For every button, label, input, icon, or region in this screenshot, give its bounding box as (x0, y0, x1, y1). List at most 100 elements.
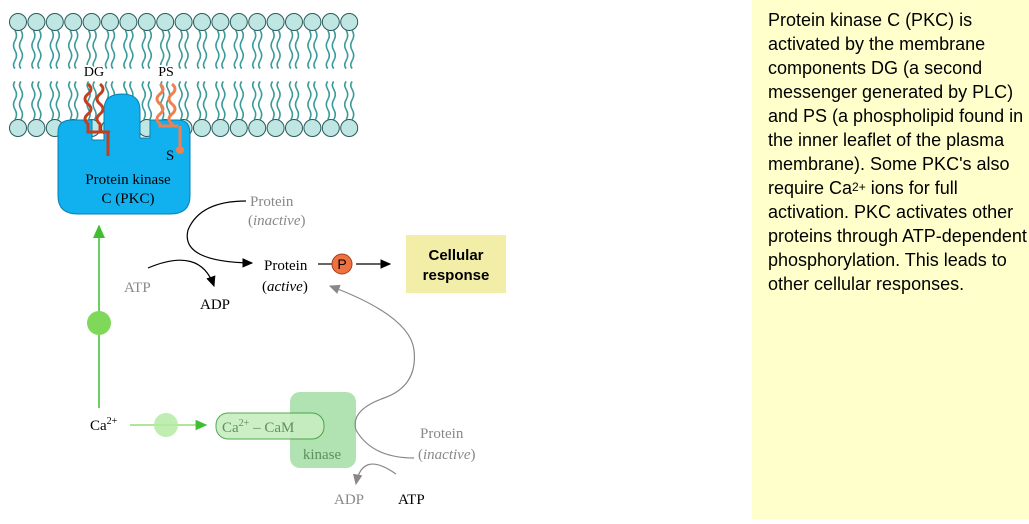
lipid-tail-inner (18, 80, 24, 120)
lipid-head-inner (266, 119, 285, 137)
atp-adp-top-arrow (147, 259, 216, 288)
lipid-head-inner (340, 119, 359, 137)
lipid-tail-outer (147, 30, 153, 70)
phosphate-circle (331, 253, 353, 275)
lipid-tail-inner (31, 80, 36, 120)
lipid-tail-outer (49, 30, 55, 70)
lipid-tail-outer (221, 30, 226, 70)
pkc-shape (57, 93, 191, 215)
lipid-head-outer (285, 13, 303, 31)
lipid-tail-outer (331, 30, 337, 70)
lipid-tail-outer (123, 30, 128, 70)
lipid-tail-outer (18, 30, 24, 70)
lipid-tail-outer (86, 30, 91, 70)
lipid-head-outer (27, 13, 46, 31)
kinase-label: kinase (303, 447, 342, 463)
lipid-tail-inner (233, 80, 239, 120)
lipid-tail-inner (141, 80, 147, 120)
lipid-tail-outer (307, 30, 312, 70)
lipid-head-outer (82, 13, 101, 31)
lipid-head-inner (9, 119, 27, 137)
lipid-head-inner (248, 119, 267, 137)
lipid-tail-outer (343, 30, 349, 70)
protein-activation-arrow (186, 200, 254, 268)
lipid-tail-outer (196, 30, 202, 70)
lipid-head-inner (27, 119, 46, 137)
lipid-tail-outer (349, 30, 355, 70)
lipid-head-inner (229, 119, 248, 137)
lipid-tail-outer (110, 30, 116, 70)
lipid-tail-outer (276, 30, 281, 70)
plasma-membrane (9, 13, 359, 137)
ps-lipid (155, 82, 184, 154)
lipid-head-outer (321, 13, 340, 31)
dg-lipid (83, 82, 110, 156)
lipid-head-inner (193, 119, 211, 137)
explanation-note: Protein kinase C (PKC) is activated by t… (752, 0, 1029, 519)
ca-cam-pill (215, 412, 325, 440)
pkc-activation-diagram: Protein kinase C (PKC) S DG PS Protein (… (9, 13, 506, 508)
adp-bottom-label: ADP (334, 492, 364, 508)
lipid-tail-inner (178, 80, 183, 120)
lipid-tail-outer (294, 30, 300, 70)
lipid-head-inner (211, 119, 230, 137)
adp-top-label: ADP (200, 297, 230, 313)
lipid-tail-inner (307, 80, 312, 120)
atp-top-label: ATP (124, 280, 151, 296)
note-text-after: ions for full activation. PKC activates … (768, 178, 1027, 294)
lipid-head-outer (174, 13, 193, 31)
lipid-tail-inner (55, 80, 61, 120)
lipid-tail-outer (12, 30, 18, 70)
lipid-tail-inner (331, 80, 337, 120)
lipid-head-outer (211, 13, 230, 31)
pkc-label-line2: C (PKC) (102, 191, 155, 207)
atp-bottom-label: ATP (398, 492, 425, 508)
lipid-tail-outer (215, 30, 220, 70)
lipid-tail-inner (202, 80, 208, 120)
lipid-tail-inner (196, 80, 202, 120)
lipid-head-outer (193, 13, 211, 31)
lipid-tail-inner (343, 80, 349, 120)
lipid-tail-inner (12, 80, 18, 120)
lipid-tail-inner (288, 80, 294, 120)
lipid-head-inner (285, 119, 303, 137)
lipid-tail-inner (239, 80, 245, 120)
lipid-head-outer (156, 13, 175, 31)
lipid-tail-inner (349, 80, 355, 120)
ca-cam-label: Ca2+ – CaM (222, 418, 294, 436)
lipid-tail-inner (221, 80, 226, 120)
lipid-tail-outer (257, 30, 263, 70)
phosphate-label: P (337, 256, 346, 272)
lipid-head-outer (340, 13, 359, 31)
lipid-tail-outer (141, 30, 147, 70)
protein-inactive-bottom-line2: (inactive) (418, 447, 475, 463)
lipid-head-outer (248, 13, 267, 31)
lipid-tail-inner (67, 80, 73, 120)
lipid-tail-inner (92, 80, 97, 120)
lipid-tail-outer (313, 30, 318, 70)
lipid-head-inner (321, 119, 340, 137)
lipid-head-outer (137, 13, 156, 31)
pkc-label-line1: Protein kinase (85, 172, 171, 188)
protein-inactive-top-line2: (inactive) (248, 213, 305, 229)
atp-adp-bottom-arrow (352, 463, 397, 486)
diagram-canvas: Protein kinase C (PKC) S DG PS Protein (… (9, 13, 506, 508)
lipid-tail-inner (251, 80, 257, 120)
lipid-tail-outer (55, 30, 61, 70)
protein-active-line1: Protein (264, 258, 308, 274)
lipid-tail-outer (92, 30, 97, 70)
lipid-head-outer (45, 13, 64, 31)
lipid-tail-outer (67, 30, 73, 70)
lipid-head-outer (303, 13, 322, 31)
pkc-enzyme: Protein kinase C (PKC) S (57, 93, 191, 215)
ps-label: PS (158, 65, 174, 80)
protein-active-line2: (active) (262, 279, 308, 295)
lipid-tail-inner (257, 80, 263, 120)
lipid-tail-outer (178, 30, 183, 70)
lipid-tail-outer (73, 30, 79, 70)
lipid-tail-inner (215, 80, 220, 120)
lipid-head-inner (303, 119, 322, 137)
lipid-tail-outer (270, 30, 275, 70)
lipid-tail-outer (202, 30, 208, 70)
calcium-dot-vertical (87, 311, 111, 335)
